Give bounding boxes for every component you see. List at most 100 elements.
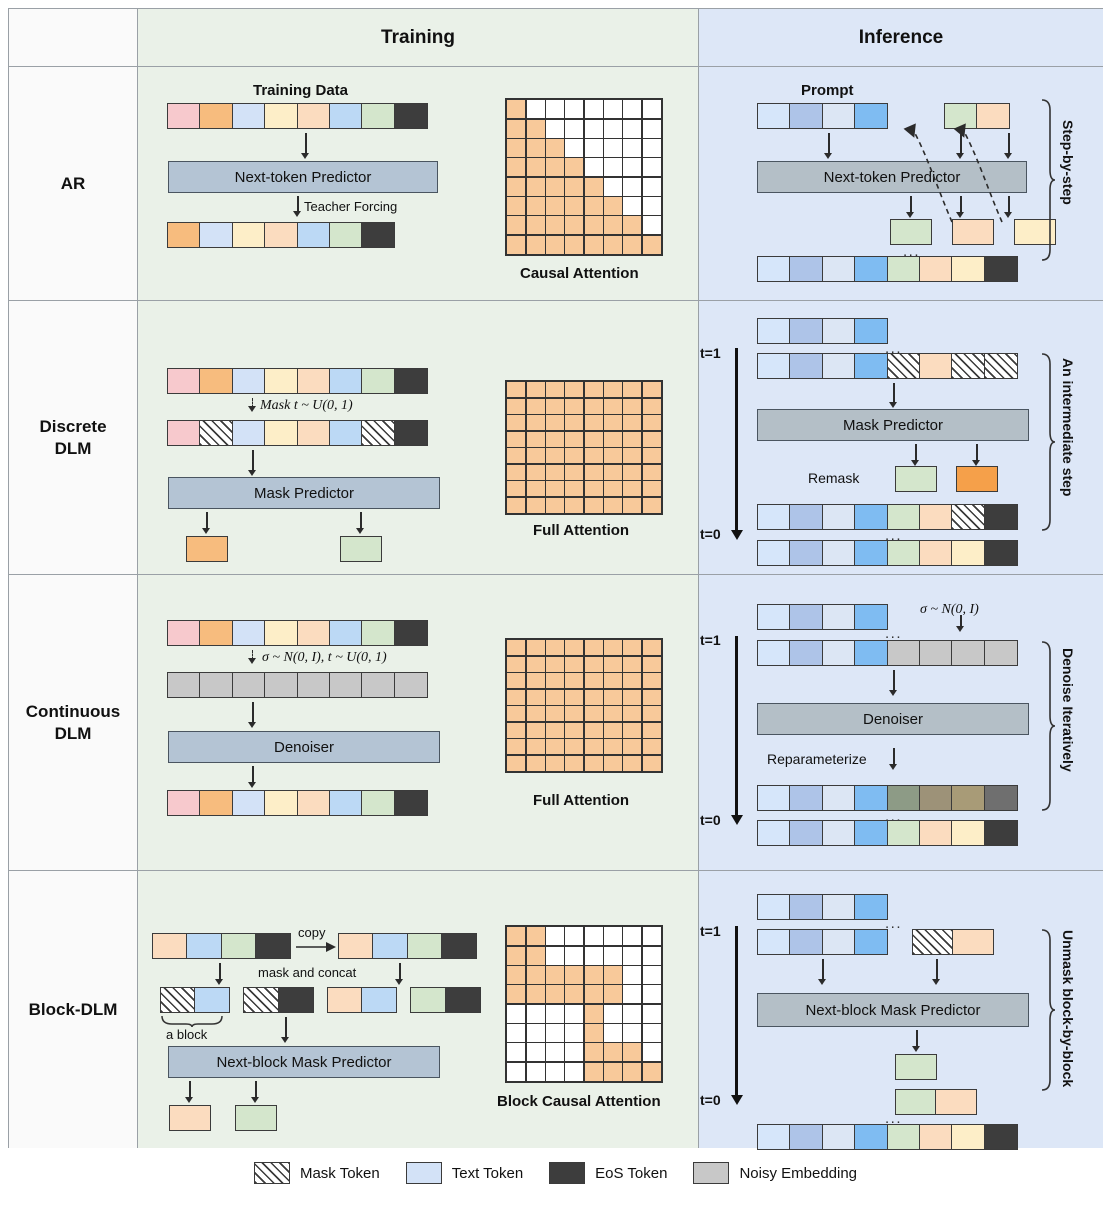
arrow-head (281, 1037, 289, 1043)
attention-cell (642, 100, 661, 119)
arrow-line (206, 512, 208, 530)
token-blue (329, 103, 364, 129)
remask-label: Remask (808, 470, 860, 486)
token-blue (329, 620, 364, 646)
attention-cell (584, 177, 603, 196)
arrow-line (893, 748, 895, 766)
token-cream (264, 103, 299, 129)
full-attention-caption-1: Full Attention (533, 522, 630, 539)
attention-cell (604, 464, 622, 480)
continuous-training-model: Denoiser (168, 731, 440, 763)
attention-cell (584, 235, 603, 254)
arrow-dashed (252, 650, 253, 660)
attention-cell (642, 398, 661, 414)
discrete-dots-bottom: ... (885, 527, 903, 544)
token-green (361, 368, 396, 394)
attention-cell (623, 1043, 642, 1062)
token-gray (393, 672, 428, 698)
attention-cell (526, 927, 545, 946)
token-gray (983, 640, 1018, 666)
token-peach (952, 219, 994, 245)
attention-cell (546, 656, 564, 672)
token-orange (199, 103, 234, 129)
token-gray (361, 672, 396, 698)
attention-cell (623, 139, 642, 157)
attention-cell (642, 722, 661, 738)
token-b2 (789, 540, 824, 566)
token-eos (277, 987, 314, 1013)
token-gray (199, 672, 234, 698)
token-b4 (854, 785, 889, 811)
legend-item-eos-token: EoS Token (549, 1162, 667, 1184)
token-gray (951, 640, 986, 666)
token-cream (264, 620, 299, 646)
arrow-line (252, 766, 254, 784)
arrow-line (960, 133, 962, 155)
attention-cell (526, 497, 545, 513)
attention-cell (623, 415, 642, 431)
arrow-line (285, 1017, 287, 1039)
continuous-training-output-sequence (167, 790, 428, 816)
attention-cell (507, 158, 526, 177)
token-eos (441, 933, 478, 959)
attention-cell (565, 235, 584, 254)
attention-cell (507, 1004, 526, 1023)
attention-cell (546, 398, 564, 414)
token-eos (444, 987, 481, 1013)
block-training-seq-b (338, 933, 478, 959)
token-green (361, 103, 396, 129)
attention-cell (565, 216, 584, 235)
attention-cell (526, 722, 545, 738)
attention-cell (623, 382, 642, 398)
attention-cell (546, 139, 564, 157)
token-green (886, 1124, 921, 1150)
attention-cell (546, 100, 564, 119)
attention-cell (546, 382, 564, 398)
attention-cell (526, 966, 545, 984)
attention-cell (584, 656, 603, 672)
feedback-arrows (903, 123, 1003, 223)
token-peach (919, 504, 954, 530)
discrete-t-top-label: t=1 (700, 345, 721, 361)
arrow-line (916, 1030, 918, 1048)
attention-cell (604, 158, 622, 177)
token-peach (296, 420, 331, 446)
attention-cell (642, 927, 661, 946)
attention-cell (526, 100, 545, 119)
arrow-line (915, 444, 917, 462)
attention-cell (546, 216, 564, 235)
attention-cell (565, 497, 584, 513)
attention-cell (565, 689, 584, 705)
token-b2 (789, 318, 824, 344)
block-t-top-label: t=1 (700, 923, 721, 939)
block-dots-bottom: ... (885, 1110, 903, 1127)
attention-cell (526, 1043, 545, 1062)
ar-brace (1041, 99, 1056, 261)
token-lblue (231, 790, 266, 816)
attention-cell (507, 706, 526, 722)
arrow-line (189, 1081, 191, 1099)
token-b2 (789, 894, 824, 920)
attention-cell (546, 464, 564, 480)
attention-cell (565, 1004, 584, 1023)
continuous-inference-mid-sequence (757, 785, 1018, 811)
attention-cell (642, 497, 661, 513)
time-axis-line (735, 926, 738, 1098)
token-gray (886, 640, 921, 666)
attention-cell (526, 197, 545, 215)
token-eos (983, 540, 1018, 566)
block-dots-top: ... (885, 915, 903, 932)
continuous-training-input-sequence (167, 620, 428, 646)
attention-cell (546, 689, 564, 705)
token-orange (199, 620, 234, 646)
ar-training-caption: Training Data (253, 82, 349, 99)
token-blue (372, 933, 409, 959)
attention-cell (507, 1062, 526, 1081)
attention-cell (623, 448, 642, 464)
attention-cell (565, 946, 584, 965)
arrow-head (215, 979, 223, 985)
arrow-head (1004, 212, 1012, 218)
token-b1 (757, 540, 791, 566)
arrow-head (251, 1097, 259, 1103)
attention-cell (623, 722, 642, 738)
